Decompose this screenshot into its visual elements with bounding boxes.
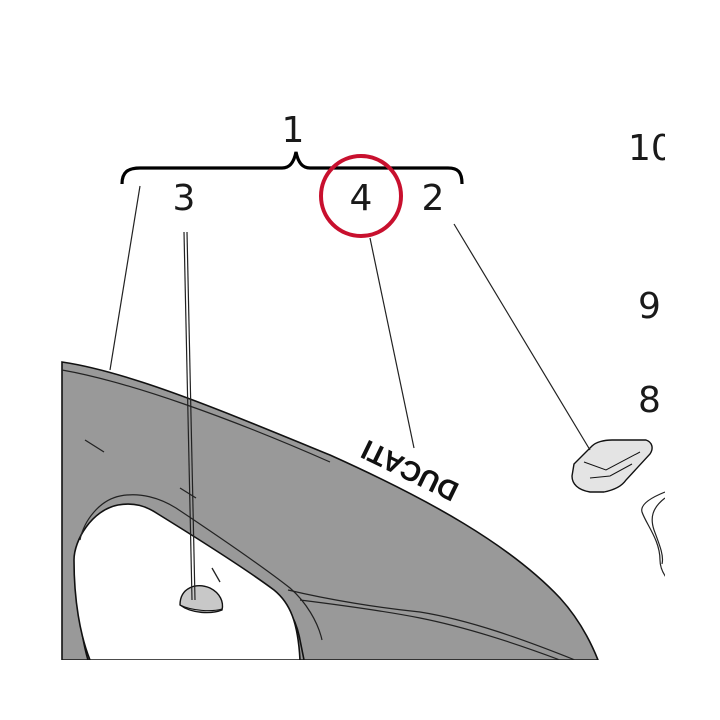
plug-part [179,585,224,614]
dash-mark-1 [84,439,105,453]
neighbour-part-edge-2 [651,497,665,565]
panel-bracket-part [571,439,653,493]
leader-part-1 [109,185,141,371]
leader-part-2 [453,223,591,451]
callout-8: 8 [638,380,661,421]
highlight-ring-icon [319,154,403,238]
callout-4: 4 [350,178,373,219]
callout-3: 3 [173,178,196,219]
panel-edge-line [299,599,561,660]
neighbour-part-edge [641,491,665,577]
callout-10: 10 [628,128,674,169]
leader-part-4 [369,237,415,449]
panel-trim-line [79,494,323,641]
callout-9: 9 [638,286,661,327]
panel-edge-line-2 [287,589,576,660]
dash-mark-3 [211,567,221,583]
callout-1: 1 [282,110,305,151]
callout-2: 2 [422,178,445,219]
panel-top-highlight [61,369,331,463]
panel-opening [73,503,301,660]
leader-part-3-a [183,231,193,601]
group-bracket-icon [120,151,464,185]
leader-part-3-b [186,231,196,601]
